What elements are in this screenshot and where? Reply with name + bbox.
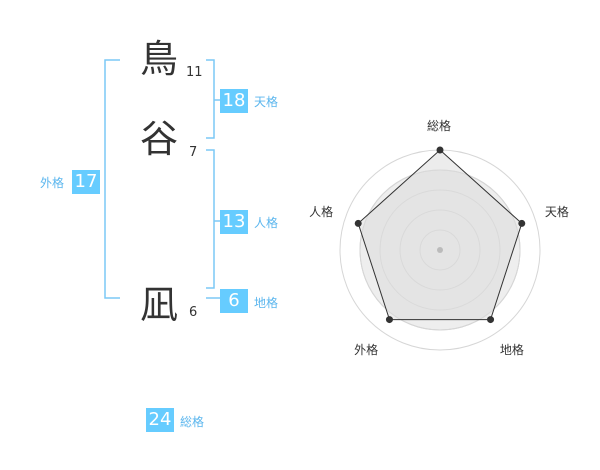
radar-axis-label-5: 人格 xyxy=(309,204,334,219)
stroke-count-2: 7 xyxy=(189,145,198,160)
soukaku-value: 24 xyxy=(146,408,174,432)
radar-axis-label-1: 総格 xyxy=(427,119,452,133)
stroke-count-3: 6 xyxy=(189,305,198,320)
radar-center-dot xyxy=(437,247,443,253)
name-char-3: 凪 xyxy=(140,283,179,327)
name-char-1: 鳥 xyxy=(140,37,179,81)
bracket-jinkaku xyxy=(206,149,215,289)
radar-axis-label-4: 外格 xyxy=(354,343,379,358)
name-char-2: 谷 xyxy=(140,117,179,161)
radar-series-polygon xyxy=(357,149,523,321)
bracket-tenkaku xyxy=(206,59,215,139)
gaikaku-label: 外格 xyxy=(40,176,65,190)
tenkaku-value: 18 xyxy=(220,89,248,113)
soukaku-label: 総格 xyxy=(180,415,205,429)
tenkaku-label: 天格 xyxy=(254,95,279,109)
radar-point-4 xyxy=(385,316,393,324)
radar-axis-label-2: 天格 xyxy=(544,204,569,219)
gaikaku-value: 17 xyxy=(72,170,100,194)
radar-axis-label-3: 地格 xyxy=(499,343,524,358)
stroke-count-1: 11 xyxy=(186,65,203,80)
radar-point-3 xyxy=(487,316,495,324)
jinkaku-label: 人格 xyxy=(254,216,279,230)
chikaku-value: 6 xyxy=(220,289,248,313)
bracket-gaikaku xyxy=(104,59,120,299)
radar-point-1 xyxy=(436,146,444,154)
jinkaku-value: 13 xyxy=(220,210,248,234)
chikaku-label: 地格 xyxy=(254,296,279,310)
radar-point-2 xyxy=(518,219,526,227)
radar-point-5 xyxy=(354,219,362,227)
